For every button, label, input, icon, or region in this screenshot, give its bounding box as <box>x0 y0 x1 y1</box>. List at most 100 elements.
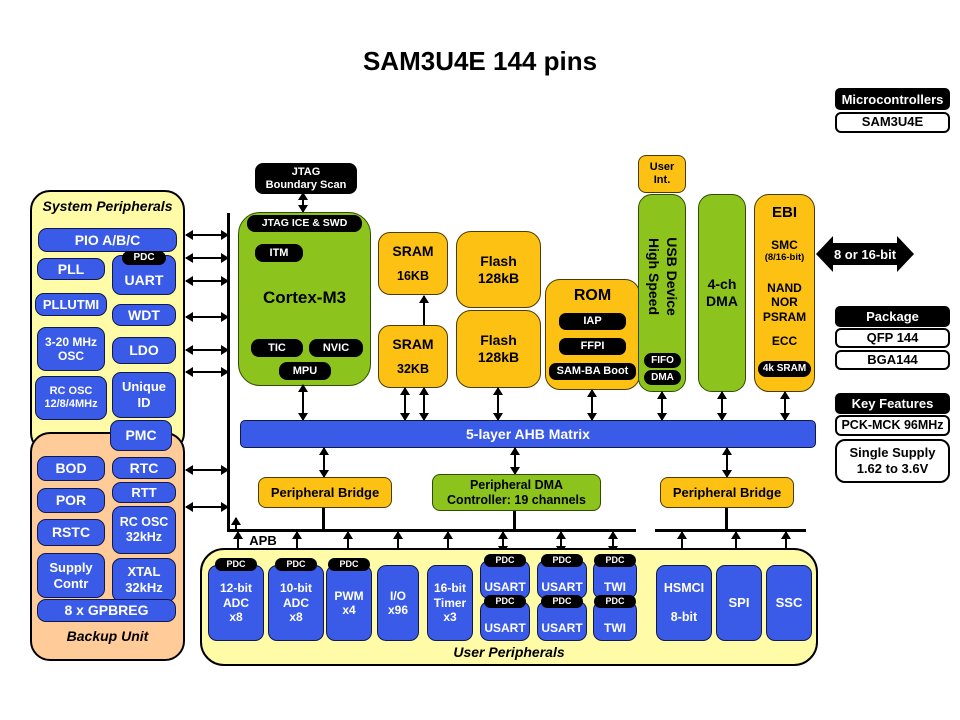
arrow-wdt-bus <box>185 312 229 322</box>
arrow-right-head <box>897 236 914 272</box>
ffpi-pill: FFPI <box>559 338 626 355</box>
hsmci-block: HSMCI 8-bit <box>656 565 712 641</box>
usart3-pdc-pill: PDC <box>541 554 583 567</box>
sram-16k-name: SRAM <box>392 242 434 259</box>
jtag-ice-swd-pill: JTAG ICE & SWD <box>247 215 362 232</box>
package-bga-box: BGA144 <box>835 350 950 370</box>
arrow-sram16-sram32 <box>419 295 429 325</box>
arrow-matrix-bridge-right <box>722 447 732 478</box>
usb-device-label-wrap: USB Device High Speed <box>639 195 685 357</box>
usart1-pdc-pill: PDC <box>484 554 526 567</box>
pio-block: PIO A/B/C <box>38 228 177 252</box>
samba-boot-pill: SAM-BA Boot <box>549 363 636 380</box>
ldo-block: LDO <box>112 337 176 364</box>
gpbreg-block: 8 x GPBREG <box>37 599 176 622</box>
itm-pill: ITM <box>255 244 303 262</box>
adc12-pdc-pill: PDC <box>215 558 257 571</box>
arrow-uniqueid-bus <box>185 367 229 377</box>
usb-device-label: USB Device High Speed <box>646 236 680 316</box>
apb-bus-right-segment <box>655 529 806 532</box>
arrow-usb-matrix <box>657 391 667 421</box>
supply-feature-box: Single Supply 1.62 to 3.6V <box>835 439 950 483</box>
clock-feature-box: PCK-MCK 96MHz <box>835 415 950 436</box>
arrow-mpu-matrix <box>298 384 308 421</box>
pwm-pdc-pill: PDC <box>328 558 370 571</box>
apb-junction-arrow <box>231 517 241 530</box>
spi-block: SPI <box>716 565 762 641</box>
arrow-jtag-core <box>298 192 308 213</box>
left-bus-line <box>227 213 230 531</box>
sram-16k-size: 16KB <box>397 269 429 284</box>
arrow-uart-bus <box>185 276 229 286</box>
ahb-matrix-bar: 5-layer AHB Matrix <box>240 420 816 448</box>
wdt-block: WDT <box>112 304 176 326</box>
peripheral-bridge-right: Peripheral Bridge <box>660 477 794 508</box>
pll-block: PLL <box>37 258 105 280</box>
sram-32k-name: SRAM <box>392 335 434 352</box>
arrow-rtc-bus <box>185 465 229 475</box>
cortex-m3-block <box>238 212 371 386</box>
arrow-rcosc32-bus <box>185 502 229 512</box>
arrow-bar <box>830 243 900 265</box>
usb-dma-pill: DMA <box>644 370 681 385</box>
main-osc-block: 3-20 MHz OSC <box>37 327 105 371</box>
apb-bus-left-segment <box>227 529 636 532</box>
adc10-block: 10-bit ADC x8 <box>268 565 324 641</box>
ebi-bus-width-arrow: 8 or 16-bit <box>816 236 914 272</box>
user-peripherals-label: User Peripherals <box>453 644 565 660</box>
rtc-block: RTC <box>112 457 176 479</box>
package-badge: Package <box>835 306 950 327</box>
uart-pdc-pill: PDC <box>122 251 166 265</box>
sram-32k-block: SRAM 32KB <box>378 325 448 388</box>
arrow-sram32-matrix-1 <box>400 387 410 421</box>
flash-2-block: Flash 128kB <box>456 310 541 388</box>
bod-block: BOD <box>37 456 105 481</box>
arrow-matrix-bridge-left <box>319 447 329 478</box>
peripheral-dma-controller: Peripheral DMA Controller: 19 channels <box>432 474 601 511</box>
pdc-stub <box>513 511 516 531</box>
ebi-ecc-label: ECC <box>771 334 798 348</box>
iap-pill: IAP <box>559 313 626 330</box>
arrow-ebi-matrix <box>780 391 790 421</box>
twi1-pdc-pill: PDC <box>594 554 636 567</box>
cortex-m3-label: Cortex-M3 <box>262 288 347 307</box>
bridge-left-stub <box>322 508 325 531</box>
hsmci-width: 8-bit <box>670 610 698 625</box>
ebi-4k-sram-pill: 4k SRAM <box>758 361 811 377</box>
fifo-pill: FIFO <box>644 353 681 368</box>
system-peripherals-label: System Peripherals <box>42 198 173 214</box>
device-name-box: SAM3U4E <box>835 112 950 133</box>
arrow-matrix-pdc <box>510 447 520 475</box>
arrow-ldo-bus <box>185 345 229 355</box>
ebi-label: EBI <box>771 204 797 221</box>
io-block: I/O x96 <box>377 565 419 641</box>
arrow-flash-matrix <box>493 387 503 421</box>
apb-label: APB <box>249 533 277 548</box>
nvic-pill: NVIC <box>309 339 363 357</box>
backup-unit-label: Backup Unit <box>66 628 149 644</box>
arrow-pio-bus <box>185 230 229 240</box>
microcontrollers-badge: Microcontrollers <box>835 88 950 110</box>
page-title: SAM3U4E 144 pins <box>362 46 598 76</box>
sram-32k-size: 32KB <box>397 362 429 377</box>
flash-1-block: Flash 128kB <box>456 231 541 308</box>
twi2-pdc-pill: PDC <box>594 595 636 608</box>
hsmci-name: HSMCI <box>663 580 705 595</box>
ebi-smc-width-label: (8/16-bit) <box>764 252 805 263</box>
ssc-block: SSC <box>766 565 812 641</box>
tic-pill: TIC <box>251 339 303 357</box>
bridge-right-stub <box>725 508 728 531</box>
pwm-block: PWM x4 <box>326 565 372 641</box>
sram-16k-block: SRAM 16KB <box>378 232 448 295</box>
timer-block: 16-bit Timer x3 <box>427 565 473 641</box>
key-features-badge: Key Features <box>835 393 950 414</box>
arrow-left-head <box>816 236 833 272</box>
ebi-memories-label: NAND NOR PSRAM <box>762 281 807 324</box>
package-qfp-box: QFP 144 <box>835 328 950 348</box>
dma-4ch-block: 4-ch DMA <box>698 194 746 392</box>
rc-osc-32k-block: RC OSC 32kHz <box>112 506 176 554</box>
rtt-block: RTT <box>112 482 176 503</box>
usart4-pdc-pill: PDC <box>541 595 583 608</box>
arrow-rom-matrix <box>587 389 597 421</box>
